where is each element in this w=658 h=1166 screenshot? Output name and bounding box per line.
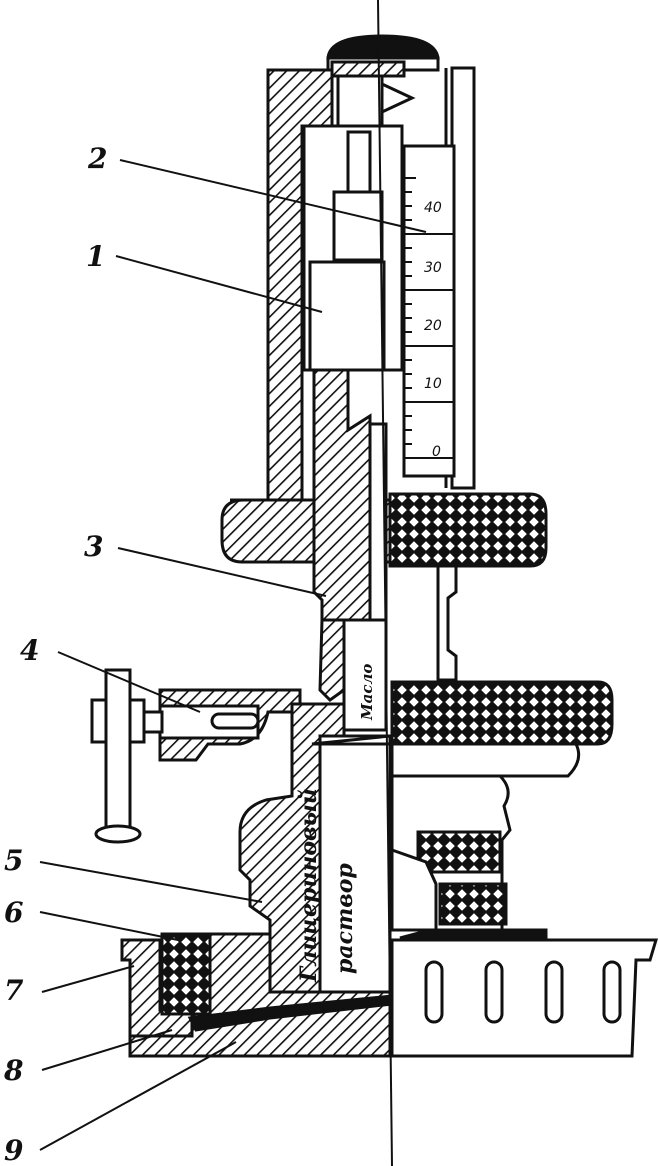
glycerin-level-wedge [390,847,438,932]
pointer-triangle [380,81,416,115]
label-2: 2 [87,142,107,175]
scale-ticks [404,177,454,459]
inner-piston-upper [332,190,384,262]
oil-inscription: Масло [358,664,376,721]
label-4: 4 [20,634,39,667]
label-3: 3 [84,530,103,563]
scale-20: 20 [424,318,442,334]
clamp-handle-knob [94,824,142,844]
label-8: 8 [3,1054,23,1087]
clamp-screw-slot [210,712,260,730]
scale-0: 0 [432,444,441,460]
glycerin-vessel [318,734,392,994]
scale-10: 10 [424,376,442,392]
scale-30: 30 [424,260,442,276]
right-knurl-lower [438,882,508,926]
glycerin-inscription-top: Глицериновый [296,788,322,983]
housing-top-bar [330,60,406,78]
right-knurl-upper [416,830,502,874]
top-plug [336,74,384,134]
base-seal [160,932,212,1016]
inner-piston-stem [346,130,372,194]
label-7: 7 [4,974,24,1007]
tray-lid [399,928,548,940]
label-5: 5 [4,844,23,877]
glycerin-vessel-cap [311,734,392,746]
lower-wheel-underplate [390,742,581,778]
tray-slots [424,960,622,1024]
neck [318,618,346,702]
upper-knurled-wheel [388,492,548,568]
inner-piston-lower [308,260,386,372]
capillary-sleeve [312,368,372,622]
label-6: 6 [4,896,23,929]
clamp-handle [104,668,132,842]
scale-40: 40 [424,200,442,216]
leader-lines [39,159,427,1151]
top-cap [326,34,440,60]
clamp-pin [142,710,164,734]
label-9: 9 [4,1134,23,1166]
measuring-scale [402,144,456,478]
spindle [436,564,458,682]
right-tray [390,938,658,1058]
label-1: 1 [86,240,105,273]
center-axis [377,0,393,1166]
glycerin-inscription-bottom: раствор [332,863,358,974]
lower-knurled-wheel [390,680,614,746]
